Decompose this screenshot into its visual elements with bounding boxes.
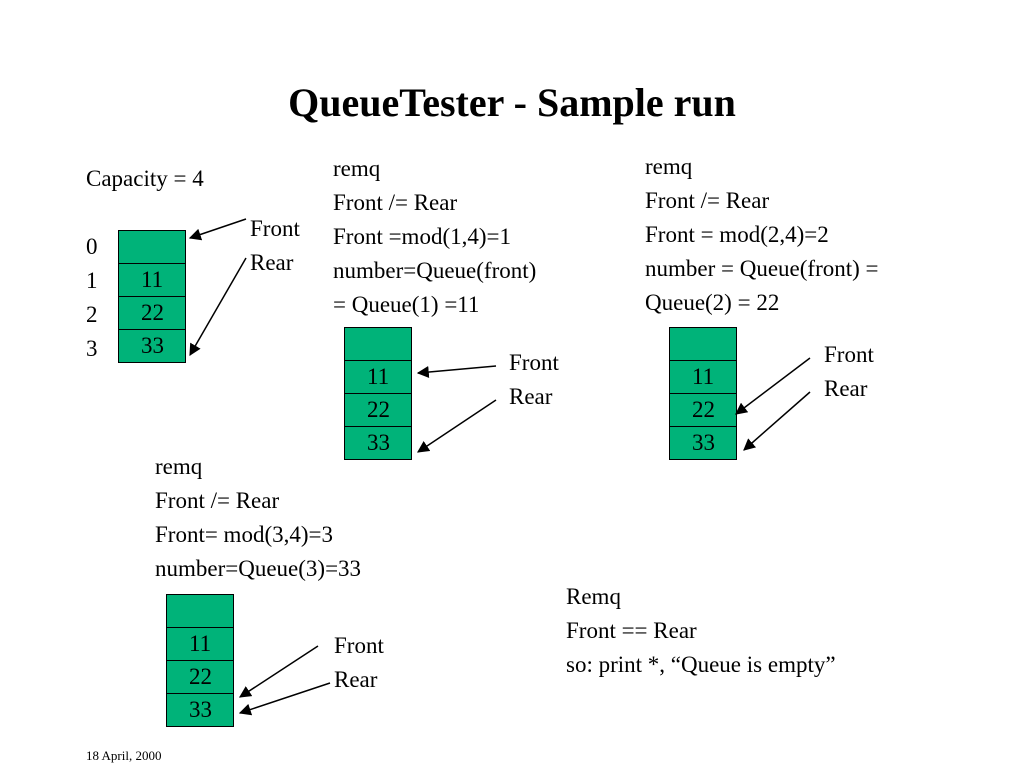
rear-arrow-step-3	[238, 682, 331, 716]
queue-cell-3: 33	[118, 330, 186, 363]
step-4-text: Remq Front == Rear so: print *, “Queue i…	[566, 580, 836, 682]
step-3-line-3: Front= mod(3,4)=3	[155, 522, 333, 547]
queue-cell-0	[118, 230, 186, 264]
front-label: Front	[824, 342, 874, 367]
step-2-line-3: Front = mod(2,4)=2	[645, 222, 829, 247]
queue-step-3: 11 22 33	[166, 594, 234, 727]
index-2: 2	[86, 302, 98, 327]
queue-cell-1: 11	[344, 361, 412, 394]
step-4-line-1: Remq	[566, 584, 621, 609]
slide-title: QueueTester - Sample run	[288, 80, 736, 125]
queue-cell-2: 22	[118, 297, 186, 330]
step-1-line-2: Front /= Rear	[333, 190, 458, 215]
queue-cell-3: 33	[166, 694, 234, 727]
step-2-text: remq Front /= Rear Front = mod(2,4)=2 nu…	[645, 150, 879, 320]
capacity-label: Capacity = 4	[86, 166, 204, 191]
rear-label: Rear	[250, 250, 294, 275]
pointer-labels-step-2: Front Rear	[824, 338, 874, 406]
queue-cell-0	[344, 327, 412, 361]
step-2-line-2: Front /= Rear	[645, 188, 770, 213]
step-3-line-4: number=Queue(3)=33	[155, 556, 362, 581]
queue-step-2: 11 22 33	[669, 327, 737, 460]
pointer-labels-step-3: Front Rear	[334, 629, 384, 697]
rear-label: Rear	[334, 667, 378, 692]
index-1: 1	[86, 268, 98, 293]
queue-cell-3: 33	[344, 427, 412, 460]
front-label: Front	[250, 216, 300, 241]
index-column: 0 1 2 3	[86, 230, 98, 366]
step-2-line-4: number = Queue(front) =	[645, 256, 879, 281]
step-4-line-2: Front == Rear	[566, 618, 697, 643]
queue-cell-2: 22	[166, 661, 234, 694]
pointer-labels-initial: Front Rear	[250, 212, 300, 280]
queue-step-1: 11 22 33	[344, 327, 412, 460]
rear-label: Rear	[509, 384, 553, 409]
step-1-line-1: remq	[333, 156, 381, 181]
step-1-line-3: Front =mod(1,4)=1	[333, 224, 511, 249]
pointer-labels-step-1: Front Rear	[509, 346, 559, 414]
queue-cell-1: 11	[166, 628, 234, 661]
index-3: 3	[86, 336, 98, 361]
front-arrow-step-1	[416, 365, 497, 379]
queue-cell-1: 11	[118, 264, 186, 297]
queue-cell-2: 22	[669, 394, 737, 427]
queue-cell-0	[669, 327, 737, 361]
front-arrow-initial	[188, 218, 247, 241]
step-4-line-3: so: print *, “Queue is empty”	[566, 652, 836, 677]
queue-cell-3: 33	[669, 427, 737, 460]
front-label: Front	[334, 633, 384, 658]
step-3-text: remq Front /= Rear Front= mod(3,4)=3 num…	[155, 450, 361, 586]
queue-cell-0	[166, 594, 234, 628]
queue-cell-1: 11	[669, 361, 737, 394]
step-1-text: remq Front /= Rear Front =mod(1,4)=1 num…	[333, 152, 536, 322]
queue-cell-2: 22	[344, 394, 412, 427]
step-3-line-2: Front /= Rear	[155, 488, 280, 513]
step-2-line-1: remq	[645, 154, 693, 179]
front-arrow-step-3	[238, 645, 319, 698]
rear-label: Rear	[824, 376, 868, 401]
index-0: 0	[86, 234, 98, 259]
front-arrow-step-2	[735, 357, 811, 415]
step-3-line-1: remq	[155, 454, 203, 479]
footer-date: 18 April, 2000	[86, 748, 162, 763]
step-1-line-5: = Queue(1) =11	[333, 292, 480, 317]
front-label: Front	[509, 350, 559, 375]
step-1-line-4: number=Queue(front)	[333, 258, 537, 283]
queue-initial: 11 22 33	[118, 230, 186, 363]
rear-arrow-step-1	[417, 399, 497, 453]
rear-arrow-initial	[189, 257, 247, 357]
rear-arrow-step-2	[743, 391, 811, 451]
step-2-line-5: Queue(2) = 22	[645, 290, 780, 315]
